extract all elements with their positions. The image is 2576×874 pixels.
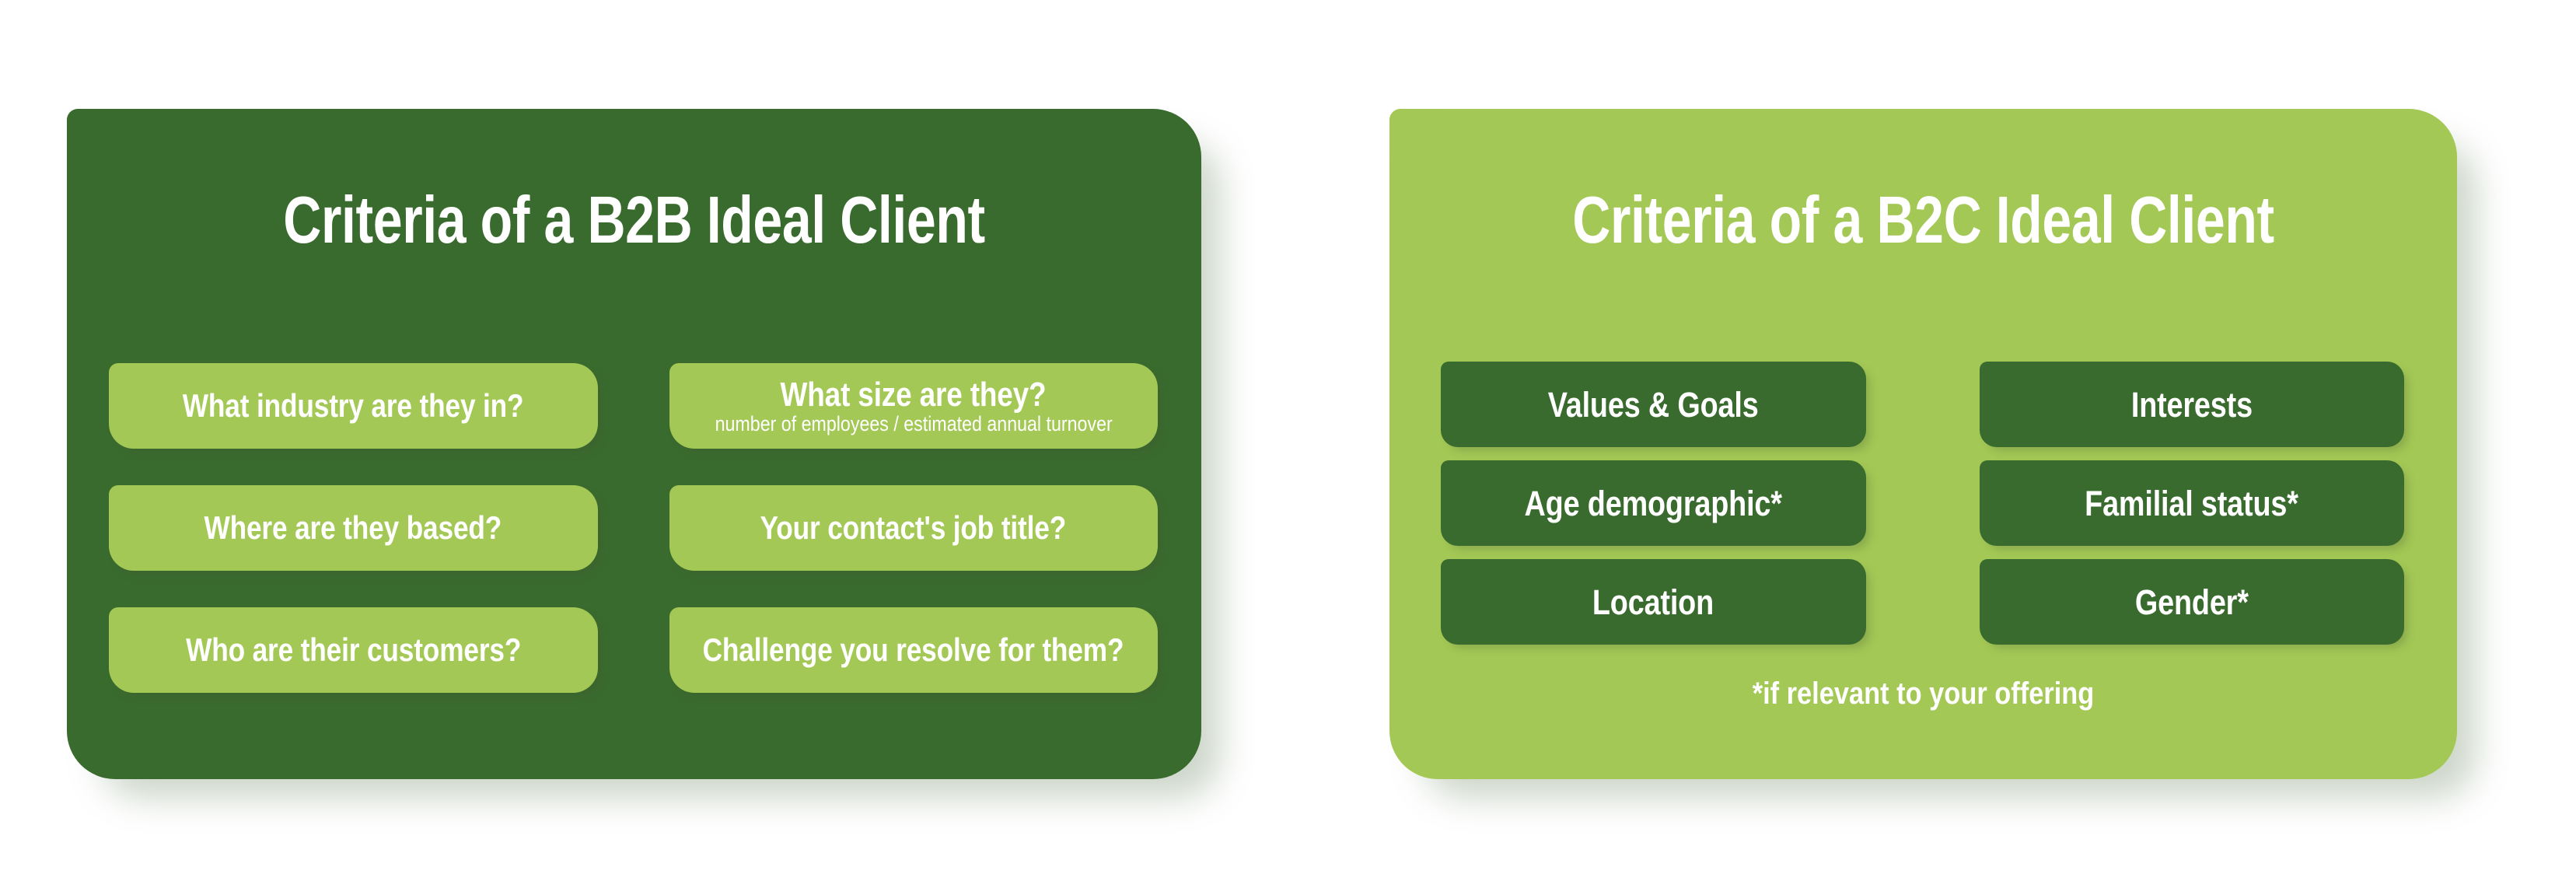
- b2c-card-title: Criteria of a B2C Ideal Client: [1572, 184, 2274, 257]
- b2b-card-title: Criteria of a B2B Ideal Client: [283, 184, 985, 257]
- b2c-pill-gender[interactable]: Gender*: [1979, 559, 2404, 645]
- b2b-pill-size-label: What size are they?: [780, 375, 1047, 414]
- b2b-pill-industry[interactable]: What industry are they in?: [109, 363, 598, 449]
- b2c-pill-age-demographic-label: Age demographic*: [1524, 483, 1782, 523]
- b2b-pill-challenge-label: Challenge you resolve for them?: [702, 631, 1124, 668]
- b2b-pill-location[interactable]: Where are they based?: [109, 485, 598, 571]
- b2b-pill-grid: What industry are they in? What size are…: [109, 363, 1158, 693]
- b2b-pill-job-title-label: Your contact's job title?: [760, 509, 1067, 546]
- b2b-pill-industry-label: What industry are they in?: [182, 387, 524, 424]
- b2c-pill-location[interactable]: Location: [1441, 559, 1866, 645]
- b2b-pill-location-label: Where are they based?: [204, 509, 502, 546]
- b2b-pill-job-title[interactable]: Your contact's job title?: [669, 485, 1158, 571]
- b2c-pill-grid: Values & Goals Interests Age demographic…: [1441, 362, 2404, 645]
- b2c-pill-values-goals[interactable]: Values & Goals: [1441, 362, 1866, 447]
- b2c-pill-interests[interactable]: Interests: [1979, 362, 2404, 447]
- b2b-criteria-card: Criteria of a B2B Ideal Client What indu…: [67, 109, 1201, 779]
- b2c-footnote: *if relevant to your offering: [1752, 676, 2095, 711]
- b2b-pill-challenge[interactable]: Challenge you resolve for them?: [669, 607, 1158, 693]
- b2b-pill-customers-label: Who are their customers?: [185, 631, 521, 668]
- b2c-pill-familial-status[interactable]: Familial status*: [1979, 460, 2404, 546]
- b2c-pill-values-goals-label: Values & Goals: [1547, 384, 1759, 425]
- b2c-criteria-card: Criteria of a B2C Ideal Client Values & …: [1389, 109, 2457, 779]
- b2c-pill-gender-label: Gender*: [2134, 582, 2249, 622]
- b2b-pill-size-sublabel: number of employees / estimated annual t…: [715, 411, 1113, 435]
- b2b-pill-customers[interactable]: Who are their customers?: [109, 607, 598, 693]
- b2c-pill-familial-status-label: Familial status*: [2085, 483, 2299, 523]
- b2c-pill-location-label: Location: [1592, 582, 1714, 622]
- b2b-pill-size[interactable]: What size are they? number of employees …: [669, 363, 1158, 449]
- b2c-pill-age-demographic[interactable]: Age demographic*: [1441, 460, 1866, 546]
- b2c-pill-interests-label: Interests: [2130, 384, 2253, 425]
